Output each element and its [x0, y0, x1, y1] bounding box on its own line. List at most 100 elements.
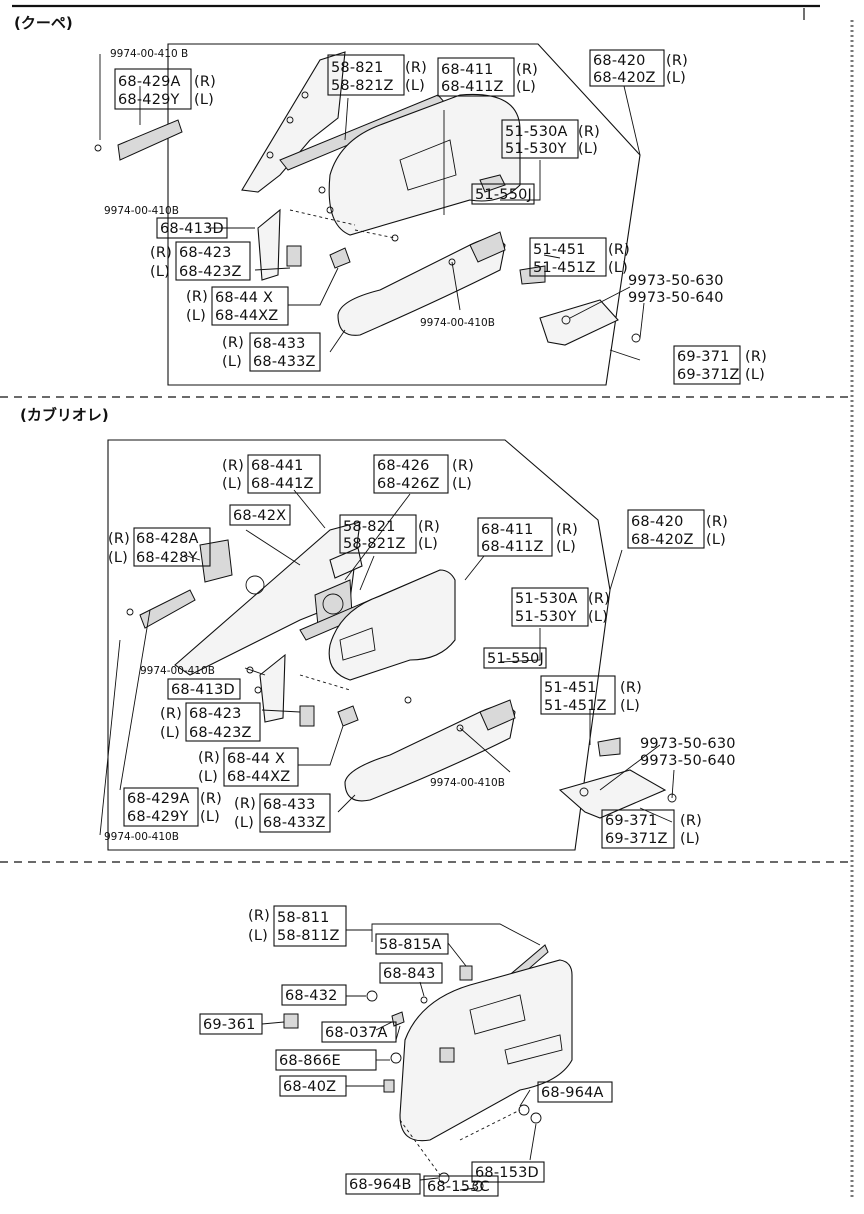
detail-label-68964B: 68-964B: [349, 1177, 412, 1193]
detail-label-68153C: 68-153C: [427, 1179, 490, 1195]
cab-box-68423: [185, 702, 261, 742]
coupe-box-68429: [114, 68, 192, 110]
cab-door-pocket: [339, 627, 376, 661]
cab-label-68423Z-side: (L): [160, 725, 180, 741]
coupe-label-6844XZ: 68-44XZ: [215, 308, 278, 324]
cab-label-6842X: 68-42X: [233, 508, 286, 524]
detail-box-58811: [273, 905, 347, 947]
cab-label-68428Y-side: (L): [108, 550, 128, 566]
cab-label-69371Z-side: (L): [680, 831, 700, 847]
coupe-label-68420Z-side: (L): [666, 70, 686, 86]
cab-lamp: [597, 737, 621, 757]
coupe-label-68420Z: 68-420Z: [593, 70, 656, 86]
coupe-label-68423-side: (R): [150, 245, 172, 261]
coupe-box-68420: [589, 49, 665, 87]
cab-label-68441: 68-441: [251, 458, 304, 474]
detail-screw-68153C: [472, 1180, 484, 1192]
detail-label-69361: 69-361: [203, 1017, 256, 1033]
cab-speaker-grille-2: [299, 705, 315, 727]
detail-box-68037A: [321, 1021, 397, 1043]
cab-label-51530A: 51-530A: [515, 591, 578, 607]
detail-switch: [439, 1047, 455, 1063]
cab-label-68420: 68-420: [631, 514, 684, 530]
detail-box-6840Z: [279, 1075, 347, 1097]
cab-label-68433Z-side: (L): [234, 815, 254, 831]
detail-label-68866E: 68-866E: [279, 1053, 341, 1069]
coupe-box-51451: [529, 237, 607, 277]
coupe-box-58821: [327, 54, 405, 96]
cab-label-68433: 68-433: [263, 797, 316, 813]
cab-label-68429Y: 68-429Y: [127, 809, 189, 825]
cab-label-9974-mid: 9974-00-410B: [140, 665, 215, 677]
coupe-label-68429Y-side: (L): [194, 92, 214, 108]
cab-label-68426Z: 68-426Z: [377, 476, 440, 492]
cab-box-6842X: [229, 504, 291, 526]
cab-label-68441Z-side: (L): [222, 476, 242, 492]
detail-label-68964A: 68-964A: [541, 1085, 604, 1101]
cab-label-6844XZ: 68-44XZ: [227, 769, 290, 785]
coupe-label-68423Z-side: (L): [150, 264, 170, 280]
coupe-lamp: [519, 265, 546, 285]
cab-box-68433: [259, 793, 331, 833]
cab-label-68423: 68-423: [189, 706, 242, 722]
coupe-box-69371: [673, 345, 741, 385]
detail-label-58811-side: (R): [248, 908, 270, 924]
cab-box-51451: [540, 675, 616, 715]
cab-pillar-panel: [329, 547, 363, 579]
coupe-inner-panel: [241, 51, 346, 193]
coupe-label-51451Z: 51-451Z: [533, 260, 596, 276]
cab-speaker-cover: [199, 539, 233, 583]
cab-label-69371-side: (R): [680, 813, 702, 829]
cab-label-68426-side: (R): [452, 458, 474, 474]
coupe-label-68411Z: 68-411Z: [441, 79, 504, 95]
cab-label-51530A-side: (R): [588, 591, 610, 607]
detail-label-68432: 68-432: [285, 988, 338, 1004]
cab-label-51530Y: 51-530Y: [515, 609, 577, 625]
coupe-label-68423Z: 68-423Z: [179, 264, 242, 280]
cab-label-68411Z-side: (L): [556, 539, 576, 555]
cab-door-trim-panel: [328, 569, 456, 681]
cab-box-68411: [477, 517, 553, 557]
coupe-label-6844XZ-side: (L): [186, 308, 206, 324]
coupe-door-pocket: [399, 139, 457, 191]
detail-clip-68037A: [391, 1011, 405, 1027]
cab-box-51530: [511, 587, 589, 627]
coupe-door-trim-panel: [328, 93, 521, 236]
coupe-label-9974-bot: 9974-00-410B: [420, 317, 495, 329]
cab-box-6844X: [223, 747, 299, 787]
detail-door-pocket: [469, 994, 526, 1035]
coupe-label-68429Y: 68-429Y: [118, 92, 180, 108]
coupe-label-6844X-side: (R): [186, 289, 208, 305]
cab-label-69371Z: 69-371Z: [605, 831, 668, 847]
coupe-box-68413D: [156, 217, 228, 239]
cab-label-68411Z: 68-411Z: [481, 539, 544, 555]
coupe-label-51530A-side: (R): [578, 124, 600, 140]
cab-label-58821Z-side: (L): [418, 536, 438, 552]
cab-label-51451: 51-451: [544, 680, 597, 696]
detail-box-68153C: [423, 1175, 499, 1197]
detail-label-68153D: 68-153D: [475, 1165, 539, 1181]
detail-box-68432: [281, 984, 347, 1006]
detail-label-58811Z-side: (L): [248, 928, 268, 944]
cab-label-9973-630: 9973-50-630: [640, 736, 736, 752]
cab-label-68433Z: 68-433Z: [263, 815, 326, 831]
cab-label-51451-side: (R): [620, 680, 642, 696]
cab-label-68411: 68-411: [481, 522, 534, 538]
coupe-label-68433Z-side: (L): [222, 354, 242, 370]
cab-label-6844X-side: (R): [198, 750, 220, 766]
detail-label-58811Z: 58-811Z: [277, 928, 340, 944]
coupe-box-51530: [501, 119, 579, 159]
detail-label-58815A: 58-815A: [379, 937, 442, 953]
detail-box-68866E: [275, 1049, 377, 1071]
coupe-label-68411: 68-411: [441, 62, 494, 78]
cab-box-68426: [373, 454, 449, 494]
cab-box-58821: [339, 514, 417, 554]
coupe-outline: [167, 43, 641, 386]
cab-box-68420: [627, 509, 705, 549]
detail-clip-58815A: [459, 965, 473, 981]
coupe-label-68429A-side: (R): [194, 74, 216, 90]
coupe-label-68420: 68-420: [593, 53, 646, 69]
cab-label-51530Y-side: (L): [588, 609, 608, 625]
cab-label-68428A-side: (R): [108, 531, 130, 547]
coupe-label-9973-630: 9973-50-630: [628, 273, 724, 289]
